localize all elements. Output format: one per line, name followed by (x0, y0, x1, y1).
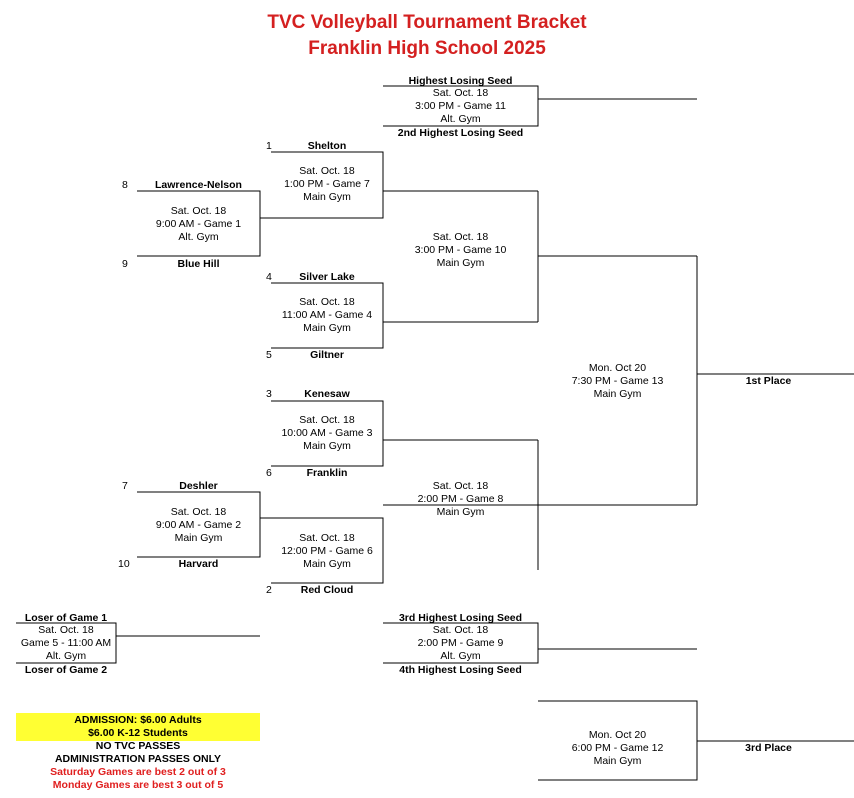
game-3-bracket (271, 400, 384, 467)
game-13-date: Mon. Oct 20 (588, 362, 647, 374)
no-tvc-passes: NO TVC PASSES (95, 740, 181, 752)
seed-number: 2 (266, 584, 272, 596)
slot-3rd-highest-losing-seed: 3rd Highest Losing Seed (398, 612, 523, 624)
game-9-bracket (383, 622, 539, 664)
administration-passes: ADMINISTRATION PASSES ONLY (54, 753, 222, 765)
team-harvard: Harvard (178, 558, 219, 570)
slot-3rd-place: 3rd Place (745, 742, 792, 754)
team-kenesaw: Kenesaw (304, 388, 350, 400)
bracket-title: TVC Volleyball Tournament Bracket (267, 12, 587, 33)
slot-highest-losing-seed: Highest Losing Seed (408, 75, 513, 87)
game-6-bracket (271, 517, 384, 584)
game-10-place: Main Gym (436, 257, 485, 269)
game-11-bracket (383, 85, 539, 127)
bracket-subtitle: Franklin High School 2025 (308, 38, 546, 59)
admission-highlight (16, 713, 260, 741)
game-6-date: Sat. Oct. 18 (299, 532, 355, 544)
seed-number: 10 (118, 558, 130, 570)
game-4-bracket (271, 282, 384, 349)
team-red-cloud: Red Cloud (300, 584, 354, 596)
game-7-time: 1:00 PM - Game 7 (284, 178, 370, 190)
game-11-date: Sat. Oct. 18 (432, 87, 489, 99)
slot-4th-highest-losing-seed: 4th Highest Losing Seed (399, 664, 522, 676)
game-1-bracket (137, 190, 261, 257)
game-2-time: 9:00 AM - Game 2 (155, 519, 242, 531)
game-9-place: Alt. Gym (440, 650, 481, 662)
slot-1st-place: 1st Place (745, 375, 792, 387)
game-7-bracket (271, 151, 384, 219)
seed-number: 9 (122, 258, 128, 270)
game-6-place: Main Gym (303, 558, 351, 570)
seed-number: 8 (122, 179, 128, 191)
game-5-time: Game 5 - 11:00 AM (20, 637, 112, 649)
game-10-time: 3:00 PM - Game 10 (414, 244, 507, 256)
saturday-note: Saturday Games are best 2 out of 3 (50, 766, 226, 778)
slot-loser-game-2: Loser of Game 2 (24, 664, 108, 676)
game-12-place: Main Gym (593, 755, 642, 767)
seed-number: 6 (266, 467, 272, 479)
game-5-date: Sat. Oct. 18 (38, 624, 94, 636)
game-7-place: Main Gym (303, 191, 351, 203)
game-1-date: Sat. Oct. 18 (170, 205, 227, 217)
seed-number: 7 (122, 480, 128, 492)
game-8-time: 2:00 PM - Game 8 (417, 493, 504, 505)
admission-students: $6.00 K-12 Students (88, 727, 188, 739)
game-5-place: Alt. Gym (45, 650, 87, 662)
game-4-place: Main Gym (303, 322, 351, 334)
game-1-place: Alt. Gym (178, 231, 219, 243)
admission-adults: ADMISSION: $6.00 Adults (74, 714, 202, 726)
game-12-date: Mon. Oct 20 (588, 729, 647, 741)
game-3-place: Main Gym (303, 440, 351, 452)
game-2-bracket (137, 491, 261, 558)
team-giltner: Giltner (310, 349, 344, 361)
slot-loser-game-1: Loser of Game 1 (24, 612, 108, 624)
team-deshler: Deshler (179, 480, 218, 492)
game-8-place: Main Gym (436, 506, 485, 518)
game-9-date: Sat. Oct. 18 (432, 624, 489, 636)
game-4-date: Sat. Oct. 18 (299, 296, 355, 308)
game-3-date: Sat. Oct. 18 (299, 414, 355, 426)
team-shelton: Shelton (307, 140, 347, 152)
game-6-time: 12:00 PM - Game 6 (281, 545, 373, 557)
seed-number: 5 (266, 349, 272, 361)
team-lawrence-nelson: Lawrence-Nelson (155, 179, 242, 191)
team-franklin: Franklin (306, 467, 348, 479)
game-5-bracket (16, 622, 117, 664)
game-2-place: Main Gym (174, 532, 223, 544)
game-3-time: 10:00 AM - Game 3 (281, 427, 373, 439)
game-9-time: 2:00 PM - Game 9 (417, 637, 504, 649)
monday-note: Monday Games are best 3 out of 5 (52, 779, 224, 791)
game-10-date: Sat. Oct. 18 (432, 231, 489, 243)
game-11-place: Alt. Gym (440, 113, 481, 125)
seed-number: 3 (266, 388, 272, 400)
game-1-time: 9:00 AM - Game 1 (155, 218, 242, 230)
game-11-time: 3:00 PM - Game 11 (415, 100, 506, 112)
game-13-time: 7:30 PM - Game 13 (571, 375, 664, 387)
game-7-date: Sat. Oct. 18 (299, 165, 355, 177)
game-4-time: 11:00 AM - Game 4 (281, 309, 373, 321)
game-12-time: 6:00 PM - Game 12 (571, 742, 664, 754)
seed-number: 1 (266, 140, 272, 152)
team-blue-hill: Blue Hill (177, 258, 220, 270)
game-2-date: Sat. Oct. 18 (170, 506, 227, 518)
team-silver-lake: Silver Lake (299, 271, 355, 283)
seed-number: 4 (266, 271, 272, 283)
slot-2nd-highest-losing-seed: 2nd Highest Losing Seed (397, 127, 524, 139)
game-13-place: Main Gym (593, 388, 642, 400)
game-8-date: Sat. Oct. 18 (432, 480, 489, 492)
